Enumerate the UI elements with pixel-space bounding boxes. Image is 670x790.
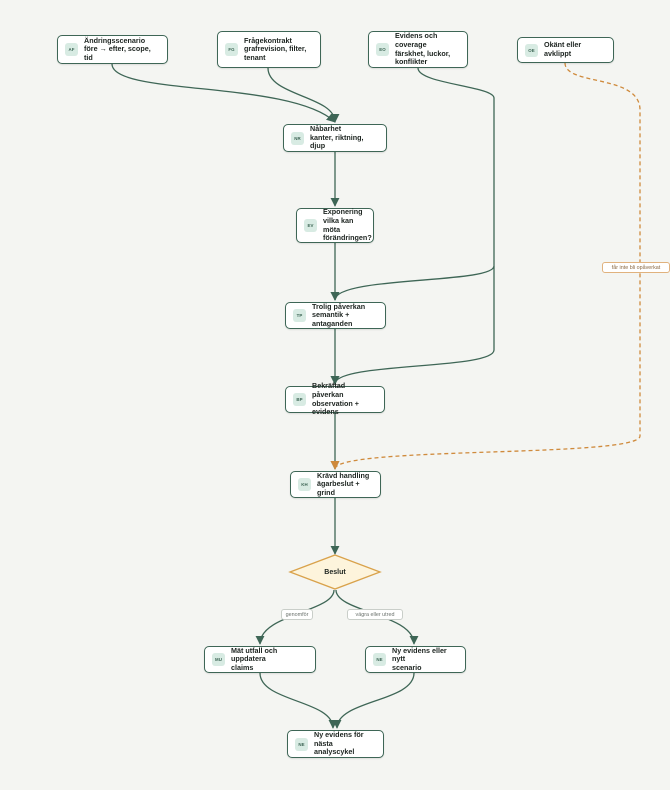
node-subtitle: analyscykel bbox=[314, 747, 355, 757]
node-trolig-paverkan[interactable]: TP Trolig påverkan semantik + antaganden bbox=[285, 302, 386, 329]
node-kravd-handling[interactable]: KH Krävd handling ägarbeslut + grind bbox=[290, 471, 381, 498]
node-subtitle: färskhet, luckor, bbox=[395, 48, 451, 58]
node-subtitle: semantik + antaganden bbox=[312, 310, 353, 328]
edge-eo-tp bbox=[330, 67, 495, 301]
node-ny-evidens-analyscykel[interactable]: NE Ny evidens för nästa analyscykel bbox=[287, 730, 384, 758]
node-subtitle: ägarbeslut + grind bbox=[317, 479, 360, 497]
node-okant-avklippt[interactable]: OE Okänt eller avklippt bbox=[517, 37, 614, 63]
node-subtitle: kanter, riktning, djup bbox=[310, 132, 364, 151]
node-badge: MU bbox=[212, 653, 225, 666]
node-title: Okänt eller avklippt bbox=[544, 40, 582, 58]
node-title: Mät utfall och uppdatera bbox=[231, 645, 278, 664]
node-subtitle-2: förändringen? bbox=[323, 233, 372, 243]
node-title: Evidens och coverage bbox=[395, 31, 438, 49]
node-title: Ny evidens för nästa bbox=[314, 730, 364, 748]
decision-diamond bbox=[288, 554, 382, 590]
node-badge: FG bbox=[225, 43, 238, 56]
node-badge: EV bbox=[304, 219, 317, 232]
node-title: Ny evidens eller nytt bbox=[392, 645, 447, 664]
node-title: Bekräftad påverkan bbox=[312, 381, 346, 399]
node-evidens-coverage[interactable]: EO Evidens och coverage färskhet, luckor… bbox=[368, 31, 468, 68]
edge-label-no: vägra eller utred bbox=[347, 609, 403, 620]
edge-fg-nr bbox=[267, 67, 340, 123]
node-badge: AF bbox=[65, 43, 78, 56]
node-badge: TP bbox=[293, 309, 306, 322]
node-subtitle: före → efter, scope, tid bbox=[84, 44, 151, 62]
node-exponering[interactable]: EV Exponering vilka kan möta förändringe… bbox=[296, 208, 374, 243]
node-title: Nåbarhet bbox=[310, 124, 342, 134]
node-title: Trolig påverkan bbox=[312, 301, 366, 311]
node-badge: EO bbox=[376, 43, 389, 56]
node-title: Ändringsscenario bbox=[84, 35, 146, 45]
node-bekraftad-paverkan[interactable]: BP Bekräftad påverkan observation + evid… bbox=[285, 381, 385, 416]
node-ny-evidens-scenario[interactable]: NE Ny evidens eller nytt scenario bbox=[365, 646, 466, 673]
node-subtitle: scenario bbox=[392, 662, 422, 672]
node-badge: NE bbox=[295, 737, 308, 751]
node-title: Frågekontrakt bbox=[244, 35, 292, 45]
node-badge: KH bbox=[298, 478, 311, 491]
decision-label: Beslut bbox=[324, 568, 346, 576]
node-badge: BP bbox=[293, 393, 306, 406]
edge-oe-kh-dashed bbox=[330, 62, 641, 470]
node-andringsscenario[interactable]: AF Ändringsscenario före → efter, scope,… bbox=[57, 35, 168, 64]
node-badge: NR bbox=[291, 131, 304, 145]
edge-mu-ne2 bbox=[259, 672, 338, 729]
node-subtitle: grafrevision, filter, bbox=[244, 44, 307, 54]
edge-label-unknown: får inte bli opåverkat bbox=[602, 262, 670, 273]
node-mat-utfall[interactable]: MU Mät utfall och uppdatera claims bbox=[204, 646, 316, 673]
node-badge: OE bbox=[525, 43, 538, 57]
node-title: Exponering bbox=[323, 207, 363, 217]
node-subtitle: claims bbox=[231, 662, 254, 672]
node-fragekontrakt[interactable]: FG Frågekontrakt grafrevision, filter, t… bbox=[217, 31, 321, 68]
node-badge: NE bbox=[373, 653, 386, 666]
edge-label-yes: genomför bbox=[281, 609, 313, 620]
node-subtitle: vilka kan möta bbox=[323, 215, 354, 234]
node-subtitle-2: konflikter bbox=[395, 57, 428, 67]
edge-ne1-ne2 bbox=[332, 672, 415, 729]
edge-eo-bp bbox=[330, 266, 495, 385]
node-subtitle-2: tenant bbox=[244, 52, 266, 62]
node-nabarhet[interactable]: NR Nåbarhet kanter, riktning, djup bbox=[283, 124, 387, 152]
edge-af-nr bbox=[111, 63, 336, 123]
node-title: Krävd handling bbox=[317, 470, 370, 480]
node-subtitle: observation + evidens bbox=[312, 398, 359, 417]
